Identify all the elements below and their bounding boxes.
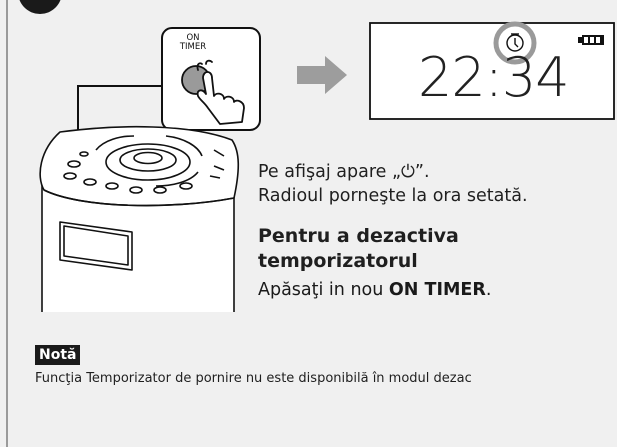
note-text: Funcţia Temporizator de pornire nu este … — [35, 371, 472, 386]
button-label-line1: ON — [186, 33, 200, 43]
on-timer-callout — [161, 27, 261, 131]
on-timer-button-label: ON TIMER — [170, 34, 216, 52]
instruction-prefix: Apăsaţi in nou — [258, 280, 389, 300]
note-badge: Notă — [35, 345, 81, 365]
instruction-text: Pe afişaj apare „⏻”. Radioul porneşte la… — [258, 160, 613, 302]
hand-press-icon — [196, 59, 245, 125]
callout-connector — [77, 85, 165, 150]
button-label-line2: TIMER — [179, 42, 207, 52]
battery-full-icon — [578, 35, 604, 45]
right-arrow-icon — [297, 56, 347, 94]
timer-clock-icon — [506, 33, 524, 52]
step-number-badge — [19, 0, 61, 14]
illustration — [19, 0, 615, 312]
instruction-suffix: . — [485, 280, 492, 300]
radio-message: Radioul porneşte la ora setată. — [258, 186, 528, 206]
left-border — [6, 0, 8, 447]
display-message: Pe afişaj apare „⏻”. — [258, 162, 430, 182]
heading-line2: temporizatorul — [258, 250, 418, 272]
radio-device — [39, 125, 240, 312]
display-time: 22:34 — [418, 46, 570, 109]
lcd-display — [369, 21, 615, 120]
heading-line1: Pentru a dezactiva — [258, 225, 459, 247]
deactivate-instruction: Apăsaţi in nou ON TIMER. — [258, 278, 613, 302]
instruction-button-name: ON TIMER — [388, 280, 486, 300]
section-heading: Pentru a dezactiva temporizatorul — [258, 224, 613, 274]
